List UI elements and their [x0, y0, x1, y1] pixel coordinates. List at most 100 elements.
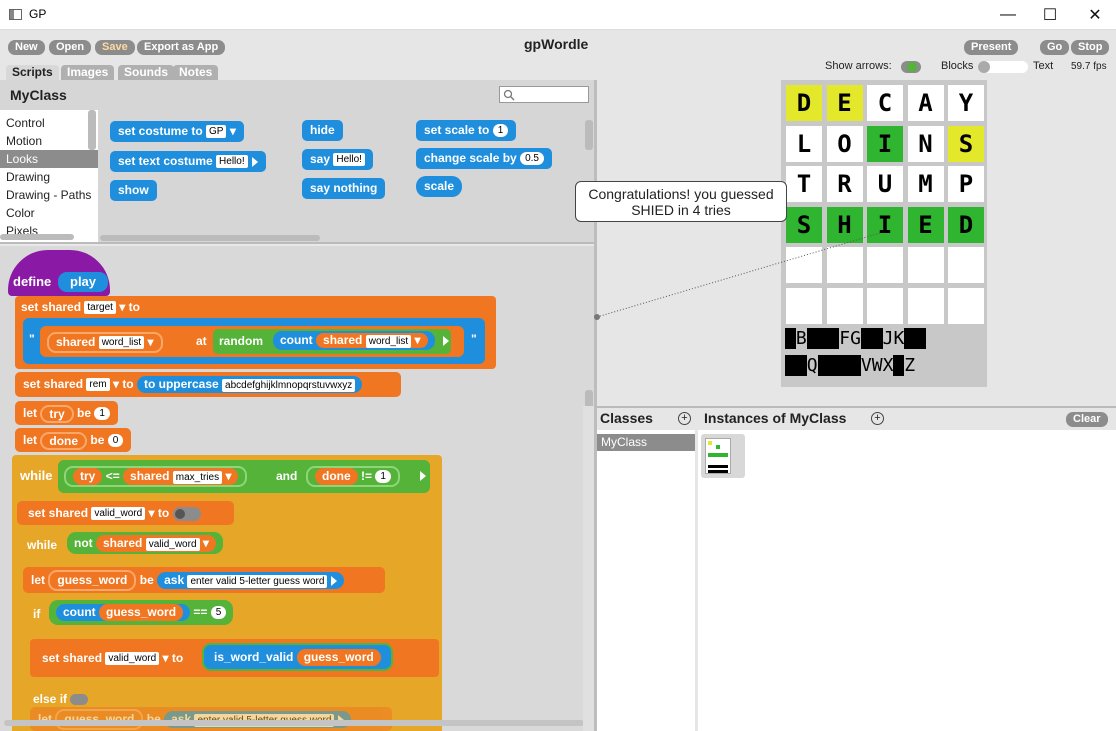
add-class-icon[interactable]: + — [678, 412, 691, 425]
category-hscrollbar[interactable] — [0, 234, 74, 240]
not-condition[interactable]: not shared valid_word ▾ — [67, 532, 223, 554]
pane-divider[interactable] — [594, 80, 597, 731]
let-done-block[interactable]: let done be 0 — [15, 428, 132, 452]
stop-button[interactable]: Stop — [1071, 40, 1110, 55]
board-cell — [948, 247, 984, 283]
block-scale-reporter[interactable]: scale — [416, 176, 463, 197]
random-block[interactable]: random count shared word_list ▾ — [213, 329, 451, 354]
project-title: gpWordle — [524, 36, 589, 52]
block-input[interactable]: 0.5 — [520, 152, 544, 166]
board-cell — [826, 247, 863, 283]
board-cell — [867, 287, 903, 324]
board-cell: E — [907, 206, 944, 243]
board-cell: D — [786, 85, 822, 121]
block-set-text-costume[interactable]: set text costume Hello! — [110, 151, 266, 172]
while-label: while — [20, 468, 53, 483]
tab-notes[interactable]: Notes — [173, 65, 219, 80]
let-guess-word-block[interactable]: let guess_word be ask enter valid 5-lett… — [23, 567, 385, 593]
block-input[interactable]: 1 — [492, 124, 509, 138]
tab-sounds[interactable]: Sounds — [118, 65, 174, 80]
category-looks[interactable]: Looks — [0, 150, 98, 168]
palette-hscrollbar[interactable] — [100, 235, 320, 241]
block-hide[interactable]: hide — [302, 120, 343, 141]
block-change-scale[interactable]: change scale by 0.5 — [416, 148, 552, 169]
add-instance-icon[interactable]: + — [871, 412, 884, 425]
app-icon — [9, 9, 22, 20]
board-cell — [867, 247, 903, 283]
blocks-label: Blocks — [941, 60, 974, 72]
new-button[interactable]: New — [8, 40, 45, 55]
block-say[interactable]: say Hello! — [302, 149, 373, 170]
category-list: Control Motion Looks Drawing Drawing - P… — [0, 110, 98, 242]
eq-condition[interactable]: count guess_word == 5 — [49, 600, 234, 625]
let-guess-word-block-2[interactable]: let guess_word be ask enter valid 5-lett… — [30, 707, 392, 731]
category-scrollbar[interactable] — [88, 110, 96, 150]
and-condition[interactable]: try <= shared max_tries ▾ and done != 1 — [58, 460, 430, 493]
random-label: random — [219, 334, 264, 348]
tab-images[interactable]: Images — [61, 65, 115, 80]
item-at-block[interactable]: shared word_list ▾ at random count share… — [40, 326, 464, 357]
classes-title: Classes — [600, 410, 653, 426]
lte-condition[interactable]: try <= shared max_tries ▾ — [64, 466, 248, 488]
board-cell: E — [826, 85, 863, 121]
block-show[interactable]: show — [110, 180, 157, 201]
close-button[interactable]: ✕ — [1088, 7, 1102, 24]
category-drawing[interactable]: Drawing — [6, 170, 51, 184]
open-button[interactable]: Open — [49, 40, 92, 55]
is-word-valid-reporter[interactable]: is_word_valid guess_word — [202, 643, 393, 671]
class-item-myclass[interactable]: MyClass — [597, 434, 695, 451]
tab-scripts[interactable]: Scripts — [6, 65, 59, 80]
board-cell — [786, 247, 822, 283]
script-hscrollbar[interactable] — [4, 720, 584, 726]
block-input[interactable]: Hello! — [333, 153, 365, 167]
define-hat-block[interactable]: define play — [8, 250, 110, 296]
count-reporter[interactable]: count shared word_list ▾ — [273, 331, 435, 350]
class-name: MyClass — [10, 87, 67, 103]
board-cell: T — [786, 166, 822, 202]
search-icon — [503, 89, 515, 101]
block-set-scale[interactable]: set scale to 1 — [416, 120, 517, 141]
go-button[interactable]: Go — [1040, 40, 1070, 55]
category-color[interactable]: Color — [6, 206, 35, 220]
shared-word-list-reporter[interactable]: shared word_list ▾ — [47, 332, 163, 353]
set-shared-target-block[interactable]: set shared target ▾ to " shared word_lis… — [15, 296, 496, 369]
set-shared-valid-word-call-block[interactable]: set shared valid_word ▾ to is_word_valid… — [30, 639, 439, 677]
play-function-name[interactable]: play — [58, 272, 109, 292]
join-block[interactable]: " shared word_list ▾ at random count sha… — [23, 318, 485, 364]
category-drawing-paths[interactable]: Drawing - Paths — [6, 188, 92, 202]
export-button[interactable]: Export as App — [137, 40, 226, 55]
expand-arrow-icon[interactable] — [251, 156, 258, 167]
category-control[interactable]: Control — [6, 116, 45, 130]
board-cell: R — [826, 166, 863, 202]
board-cell: M — [907, 166, 944, 202]
show-arrows-toggle[interactable] — [901, 61, 921, 73]
set-shared-valid-word-block[interactable]: set shared valid_word ▾ to — [17, 501, 234, 525]
minimize-button[interactable]: — — [1000, 6, 1016, 23]
expand-arrow-icon[interactable] — [443, 336, 449, 346]
script-area: define play set shared target ▾ to " sha… — [0, 246, 594, 731]
board-cell: I — [867, 125, 903, 162]
false-toggle[interactable] — [172, 506, 201, 521]
palette-vscrollbar[interactable] — [585, 120, 593, 150]
category-motion[interactable]: Motion — [6, 134, 43, 148]
block-label: say — [310, 152, 331, 166]
expand-arrow-icon[interactable] — [420, 471, 426, 481]
blocks-text-slider[interactable] — [978, 61, 1028, 73]
board-cell: N — [907, 125, 944, 162]
search-input[interactable] — [499, 86, 589, 103]
board-cell: U — [867, 166, 903, 202]
if-label: if — [33, 607, 41, 621]
block-input[interactable]: Hello! — [216, 155, 248, 169]
maximize-button[interactable]: ☐ — [1042, 7, 1058, 24]
present-button[interactable]: Present — [964, 40, 1019, 55]
block-say-nothing[interactable]: say nothing — [302, 178, 386, 199]
clear-button[interactable]: Clear — [1066, 412, 1108, 427]
block-input[interactable]: GP — [206, 125, 227, 139]
set-shared-rem-block[interactable]: set shared rem ▾ to to uppercase abcdefg… — [15, 372, 401, 397]
neq-condition[interactable]: done != 1 — [306, 466, 400, 488]
save-button[interactable]: Save — [95, 40, 135, 55]
block-set-costume[interactable]: set costume to GP ▾ — [110, 121, 244, 142]
let-try-block[interactable]: let try be 1 — [15, 401, 118, 425]
instance-thumbnail[interactable] — [701, 434, 745, 478]
